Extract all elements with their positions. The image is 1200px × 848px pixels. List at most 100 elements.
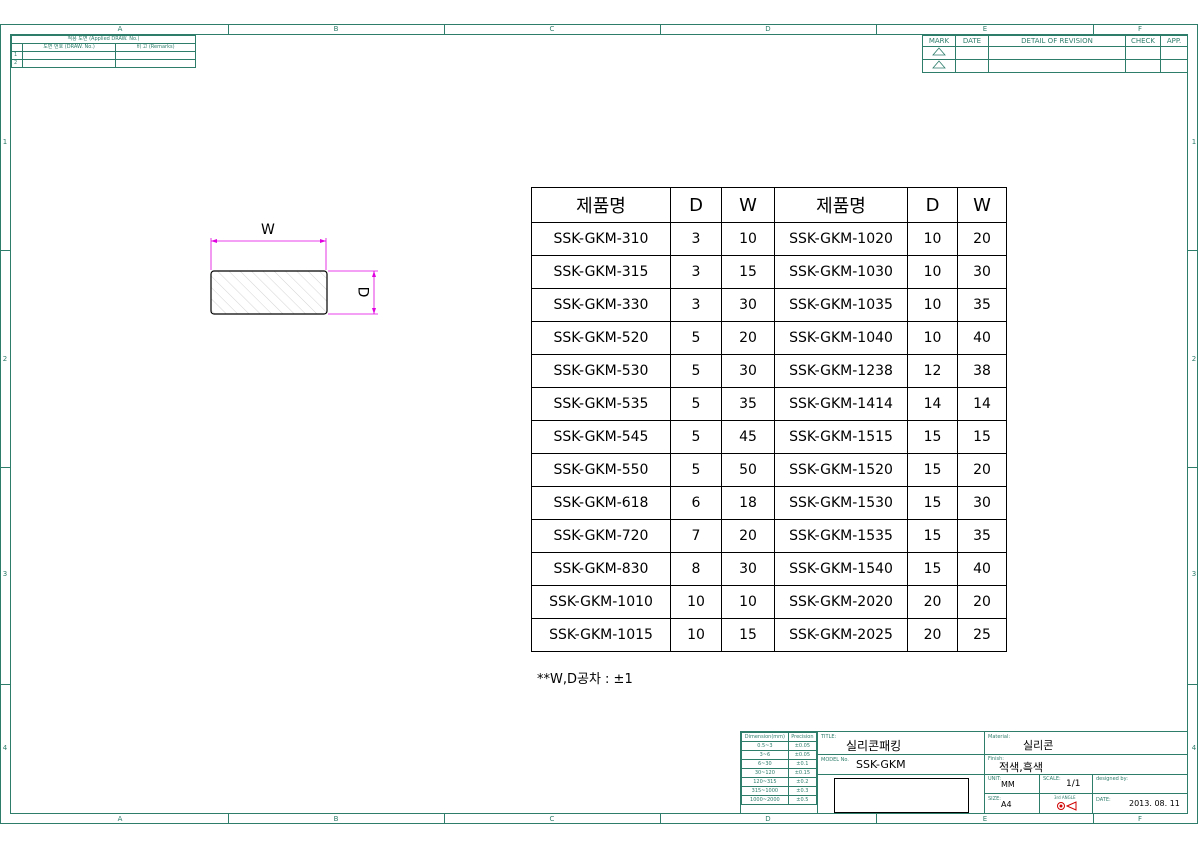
product-name-cell: SSK-GKM-1530 [774,486,908,520]
width-cell: 30 [721,288,775,322]
width-dimension-label: W [261,222,275,238]
width-cell: 38 [957,354,1007,388]
unit-label: UNIT: [988,776,1002,782]
column-letter-c-top: C [549,25,555,33]
precision-cell: ±0.3 [787,786,818,796]
depth-cell: 6 [670,486,722,520]
product-name-cell: SSK-GKM-315 [531,255,671,289]
tolerance-row: 6~30±0.1 [741,759,818,769]
column-letter-b-bottom: B [333,815,339,823]
designed-by-label: designed by: [1096,776,1128,782]
product-name-cell: SSK-GKM-830 [531,552,671,586]
column-letter-d-top: D [765,25,771,33]
depth-cell: 5 [670,387,722,421]
dimension-arrow [372,271,376,277]
column-letter-f-top: F [1137,25,1143,33]
width-cell: 35 [957,519,1007,553]
product-name-cell: SSK-GKM-1238 [774,354,908,388]
material-label: Material: [988,734,1010,740]
depth-header: D [907,187,958,223]
revision-check-cell [1125,59,1161,73]
title-cell: TITLE: 실리콘패킹 [818,732,985,755]
depth-cell: 10 [907,255,958,289]
frame-tick [228,24,229,34]
depth-cell: 10 [907,288,958,322]
depth-cell: 5 [670,354,722,388]
product-name-cell: SSK-GKM-2025 [774,618,908,652]
product-name-cell: SSK-GKM-1515 [774,420,908,454]
depth-cell: 15 [907,552,958,586]
tolerance-row: 0.5~3±0.05 [741,741,818,751]
size-cell: SIZE: A4 [985,794,1040,813]
depth-cell: 3 [670,222,722,256]
revision-triangle-icon [932,47,946,56]
width-header: W [721,187,775,223]
revision-detail-header: DETAIL OF REVISION [988,35,1126,47]
depth-cell: 20 [907,618,958,652]
width-cell: 15 [957,420,1007,454]
row-number-3-left: 3 [2,570,8,578]
width-cell: 25 [957,618,1007,652]
dimension-arrow [211,239,217,243]
finish-label: Finish: [988,756,1004,762]
product-name-cell: SSK-GKM-310 [531,222,671,256]
material-cell: Material: 실리콘 [985,732,1188,755]
revision-date-header: DATE [955,35,989,47]
depth-cell: 14 [907,387,958,421]
designed-by-cell: designed by: [1093,774,1188,794]
drawing-inner-frame [10,34,1188,814]
diagonal-cell [11,43,23,52]
product-name-cell: SSK-GKM-1040 [774,321,908,355]
frame-tick [0,467,10,468]
frame-tick [0,250,10,251]
width-cell: 35 [721,387,775,421]
depth-cell: 10 [670,618,722,652]
date-cell: DATE: 2013. 08. 11 [1093,794,1188,813]
dimension-arrow [372,308,376,314]
product-name-cell: SSK-GKM-530 [531,354,671,388]
depth-cell: 20 [907,585,958,619]
depth-cell: 7 [670,519,722,553]
width-cell: 20 [721,321,775,355]
dimension-range-cell: 6~30 [741,759,789,769]
logo-box [834,778,969,813]
row-index: 1 [11,51,23,60]
frame-tick [228,814,229,824]
revision-app-cell [1160,46,1188,60]
width-cell: 18 [721,486,775,520]
width-cell: 40 [957,552,1007,586]
packing-profile [210,270,328,315]
applied-drawing-table: 적용 도면 (Applied DRAW. No.) 도면 번호 (DRAW. N… [11,35,196,68]
column-letter-a-top: A [117,25,123,33]
unit-value: MM [1001,780,1015,789]
finish-value: 적색,흑색 [999,761,1043,774]
frame-tick [0,684,10,685]
model-cell: MODEL No. SSK-GKM [818,754,985,775]
width-cell: 20 [721,519,775,553]
column-letter-b-top: B [333,25,339,33]
revision-mark-cell [922,46,956,60]
width-cell: 30 [957,255,1007,289]
depth-cell: 10 [907,321,958,355]
revision-check-header: CHECK [1125,35,1161,47]
product-name-cell: SSK-GKM-1010 [531,585,671,619]
width-cell: 30 [957,486,1007,520]
depth-cell: 15 [907,453,958,487]
remarks-header: 비 고 (Remarks) [115,43,196,52]
revision-triangle-icon [932,60,946,69]
width-cell: 10 [721,585,775,619]
product-name-cell: SSK-GKM-2020 [774,585,908,619]
frame-tick [444,814,445,824]
product-name-cell: SSK-GKM-720 [531,519,671,553]
product-name-cell: SSK-GKM-1020 [774,222,908,256]
depth-cell: 5 [670,420,722,454]
